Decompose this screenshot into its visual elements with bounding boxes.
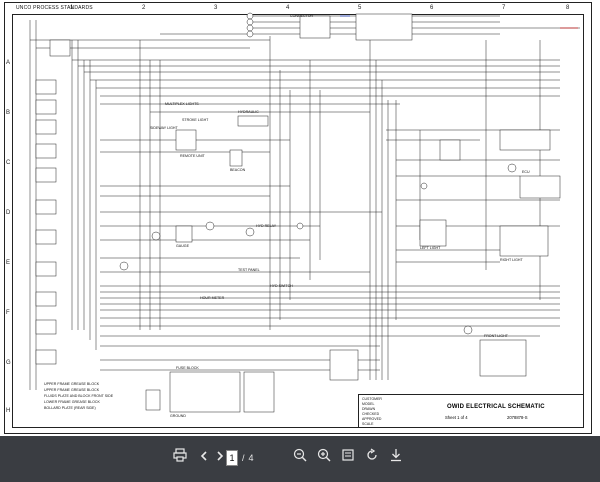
label-gauge: GAUGE (176, 244, 189, 248)
label-stroke-light: STROKE LIGHT (182, 118, 209, 122)
zone-side-c: C (6, 160, 11, 166)
wiring-diagram (29, 12, 580, 413)
tb-model: MODEL (362, 402, 375, 406)
zone-top-7: 7 (502, 5, 506, 11)
zone-side-h: H (6, 408, 11, 414)
fuse-note-5: BOLLARD PLATE (REAR SIDE) (44, 406, 96, 410)
label-front-light: FRONT LIGHT (484, 334, 508, 338)
drawing-frame (12, 14, 584, 428)
label-multiplex-lights: MULTIPLEX LIGHTS (165, 102, 199, 106)
label-ecu: ECU (522, 170, 530, 174)
zone-top-2: 2 (142, 5, 146, 11)
tb-checked: CHECKED (362, 412, 380, 416)
zone-side-e: E (6, 260, 11, 266)
label-remote-unit: REMOTE UNIT (180, 154, 205, 158)
zone-side-g: G (6, 360, 11, 366)
label-sideway-light: SIDEWAY LIGHT (150, 126, 178, 130)
zone-side-d: D (6, 210, 11, 216)
print-icon[interactable] (170, 448, 190, 468)
schematic-sheet: UNCO PROCESS STANDARDS 1 2 3 4 5 6 7 8 A… (4, 2, 592, 434)
zone-top-5: 5 (358, 5, 362, 11)
label-hyd-switch: HYD SWITCH (270, 284, 293, 288)
next-page-icon[interactable] (210, 448, 230, 468)
zone-side-f: F (6, 310, 10, 316)
tb-scale: SCALE (362, 422, 374, 426)
zoom-in-icon[interactable] (314, 448, 334, 468)
page-number-input[interactable]: 1 (226, 450, 238, 466)
tb-drawn: DRAWN (362, 407, 376, 411)
fuse-note-4: LOWER FRAME GREASE BLOCK (44, 400, 100, 404)
sheet-number: Sheet 1 of 4 (445, 415, 468, 420)
zone-top-1: 1 (70, 5, 74, 11)
label-hour-meter: HOUR METER (200, 296, 225, 300)
label-connector: CONNECTOR (290, 14, 314, 18)
sheet-border (4, 2, 592, 434)
page-indicator: 1 / 4 (226, 450, 254, 466)
page-separator: / (242, 453, 245, 463)
rotate-icon[interactable] (362, 448, 382, 468)
label-right-light: RIGHT LIGHT (500, 258, 523, 262)
header-note: UNCO PROCESS STANDARDS (16, 5, 93, 11)
label-test-panel: TEST PANEL (238, 268, 260, 272)
fuse-note-2: UPPER FRAME GREASE BLOCK (44, 388, 100, 392)
label-hyd-relay: HYD RELAY (256, 224, 277, 228)
zone-top-6: 6 (430, 5, 434, 11)
label-fuse-block: FUSE BLOCK (176, 366, 199, 370)
title-block: CUSTOMER MODEL DRAWN CHECKED APPROVED SC… (358, 394, 584, 428)
zone-top-3: 3 (214, 5, 218, 11)
drawing-number: 2078878-S (507, 415, 528, 420)
drawing-title: OWID ELECTRICAL SCHEMATIC (447, 404, 545, 410)
fuse-note-3: FLUIDS PLATE AND BLOCK FRONT SIDE (44, 394, 114, 398)
zone-top-4: 4 (286, 5, 290, 11)
label-hydraulic: HYDRAULIC (238, 110, 259, 114)
tb-customer: CUSTOMER (362, 397, 382, 401)
fuse-note-1: UPPER FRAME GREASE BLOCK (44, 382, 100, 386)
viewer-toolbar: 1 / 4 (0, 436, 600, 482)
zoom-out-icon[interactable] (290, 448, 310, 468)
previous-page-icon[interactable] (194, 448, 214, 468)
label-beacon: BEACON (230, 168, 246, 172)
fit-page-icon[interactable] (338, 448, 358, 468)
zone-top-8: 8 (566, 5, 570, 11)
zone-side-a: A (6, 60, 11, 66)
download-icon[interactable] (386, 448, 406, 468)
label-left-light: LEFT LIGHT (420, 246, 441, 250)
label-ground: GROUND (170, 414, 186, 418)
zone-side-b: B (6, 110, 11, 116)
page-total: 4 (248, 453, 254, 463)
tb-approved: APPROVED (362, 417, 382, 421)
